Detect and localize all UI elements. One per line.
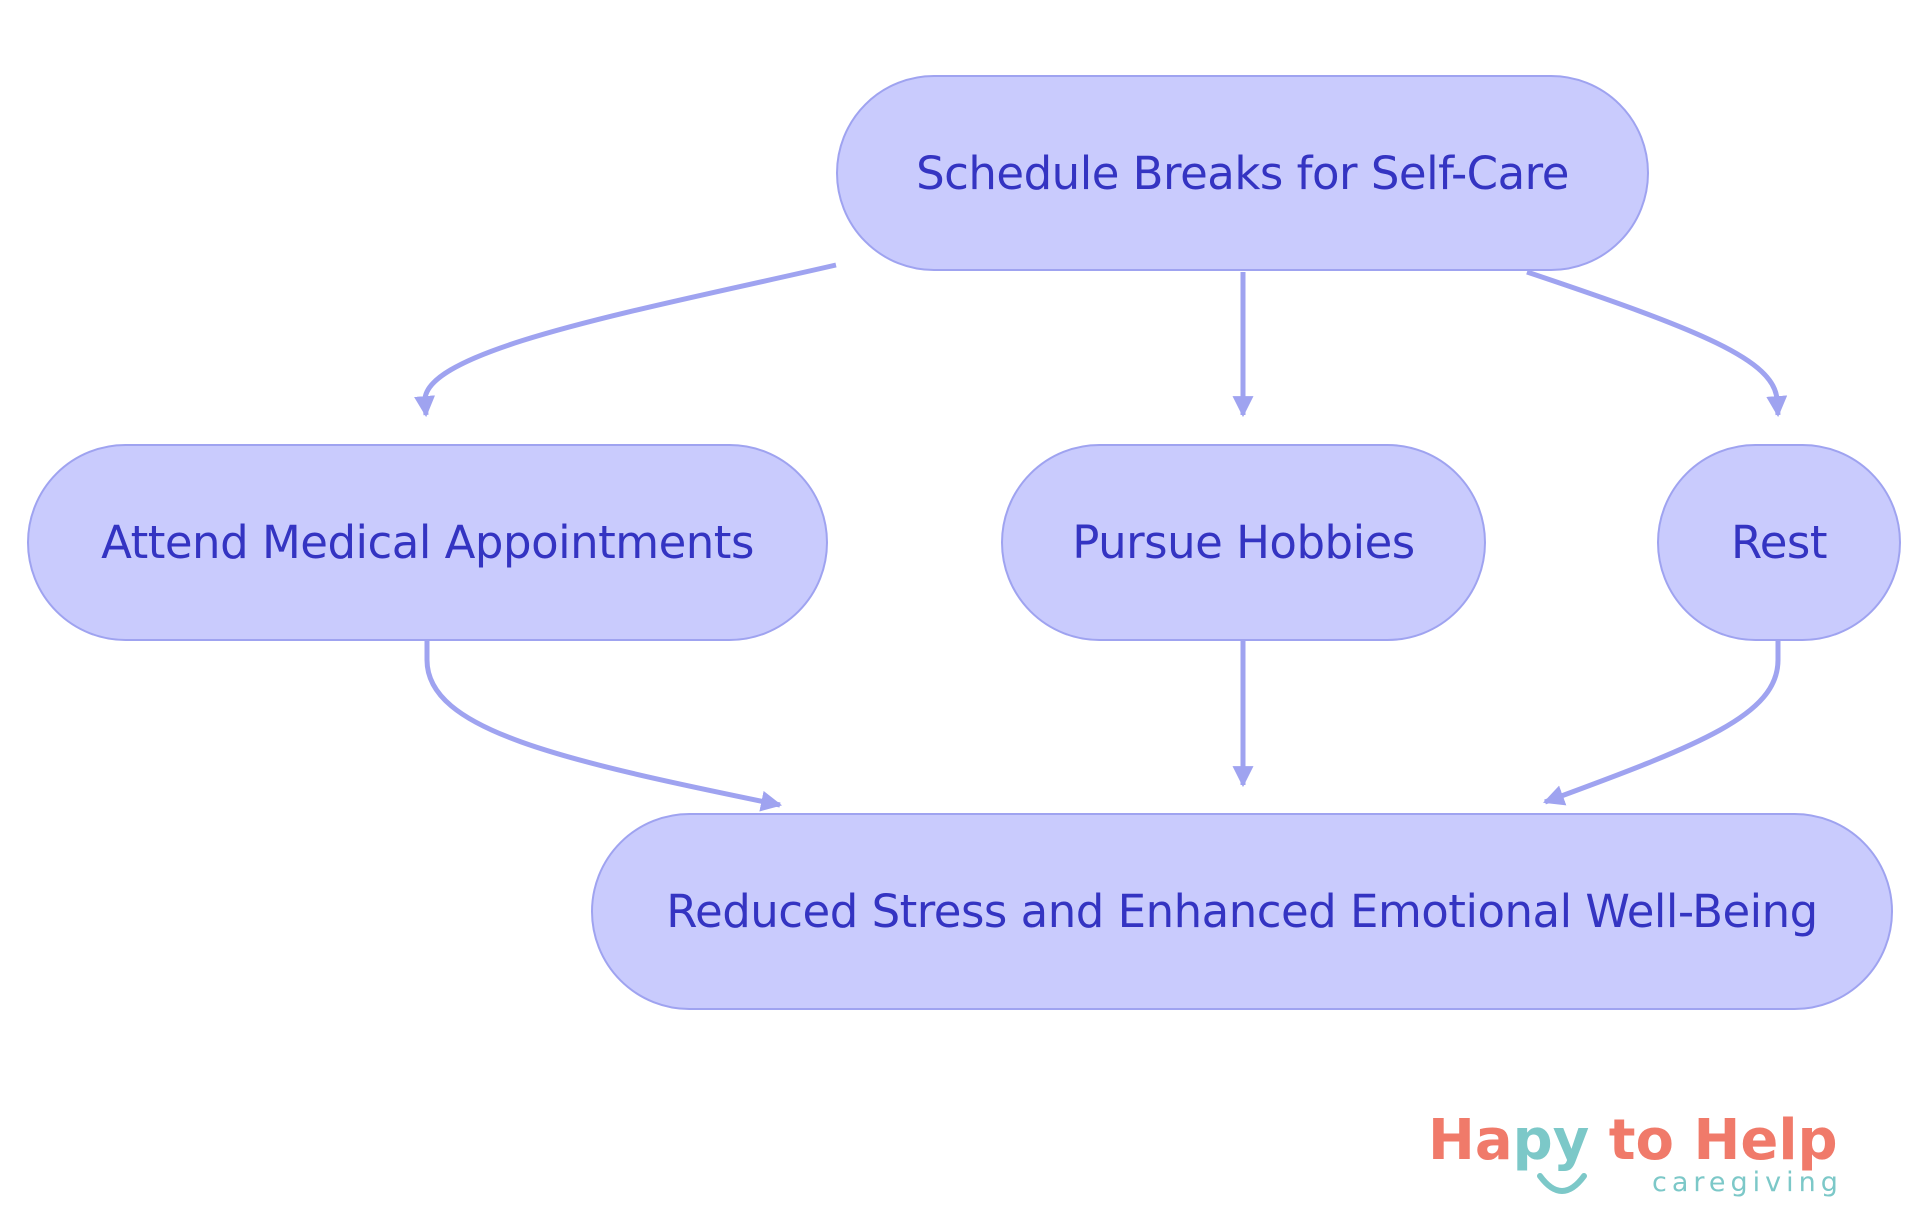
node-schedule-breaks-label: Schedule Breaks for Self-Care [916, 146, 1569, 200]
logo-wordmark-start: Ha [1428, 1108, 1513, 1173]
logo-wordmark-accent: py [1512, 1108, 1590, 1173]
node-schedule-breaks: Schedule Breaks for Self-Care [836, 75, 1649, 271]
node-pursue-hobbies: Pursue Hobbies [1001, 444, 1486, 641]
brand-logo: Hapy to Help caregiving [1422, 1108, 1892, 1198]
node-reduced-stress-outcome-label: Reduced Stress and Enhanced Emotional We… [666, 885, 1818, 938]
logo-wordmark: Hapy to Help [1428, 1108, 1838, 1174]
logo-wordmark-end: to Help [1589, 1108, 1838, 1173]
node-reduced-stress-outcome: Reduced Stress and Enhanced Emotional We… [591, 813, 1893, 1010]
logo-tagline: caregiving [1652, 1167, 1843, 1198]
node-rest: Rest [1657, 444, 1901, 641]
node-rest-label: Rest [1730, 516, 1828, 569]
edge-medical-to-outcome [424, 641, 783, 812]
edge-rest-to-outcome [1543, 641, 1781, 806]
node-attend-medical-appointments: Attend Medical Appointments [27, 444, 828, 641]
smile-icon [1537, 1173, 1587, 1194]
node-attend-medical-appointments-label: Attend Medical Appointments [101, 516, 754, 569]
node-pursue-hobbies-label: Pursue Hobbies [1072, 516, 1415, 569]
edge-schedule-to-rest [1526, 269, 1788, 418]
edge-schedule-to-medical [414, 262, 837, 418]
